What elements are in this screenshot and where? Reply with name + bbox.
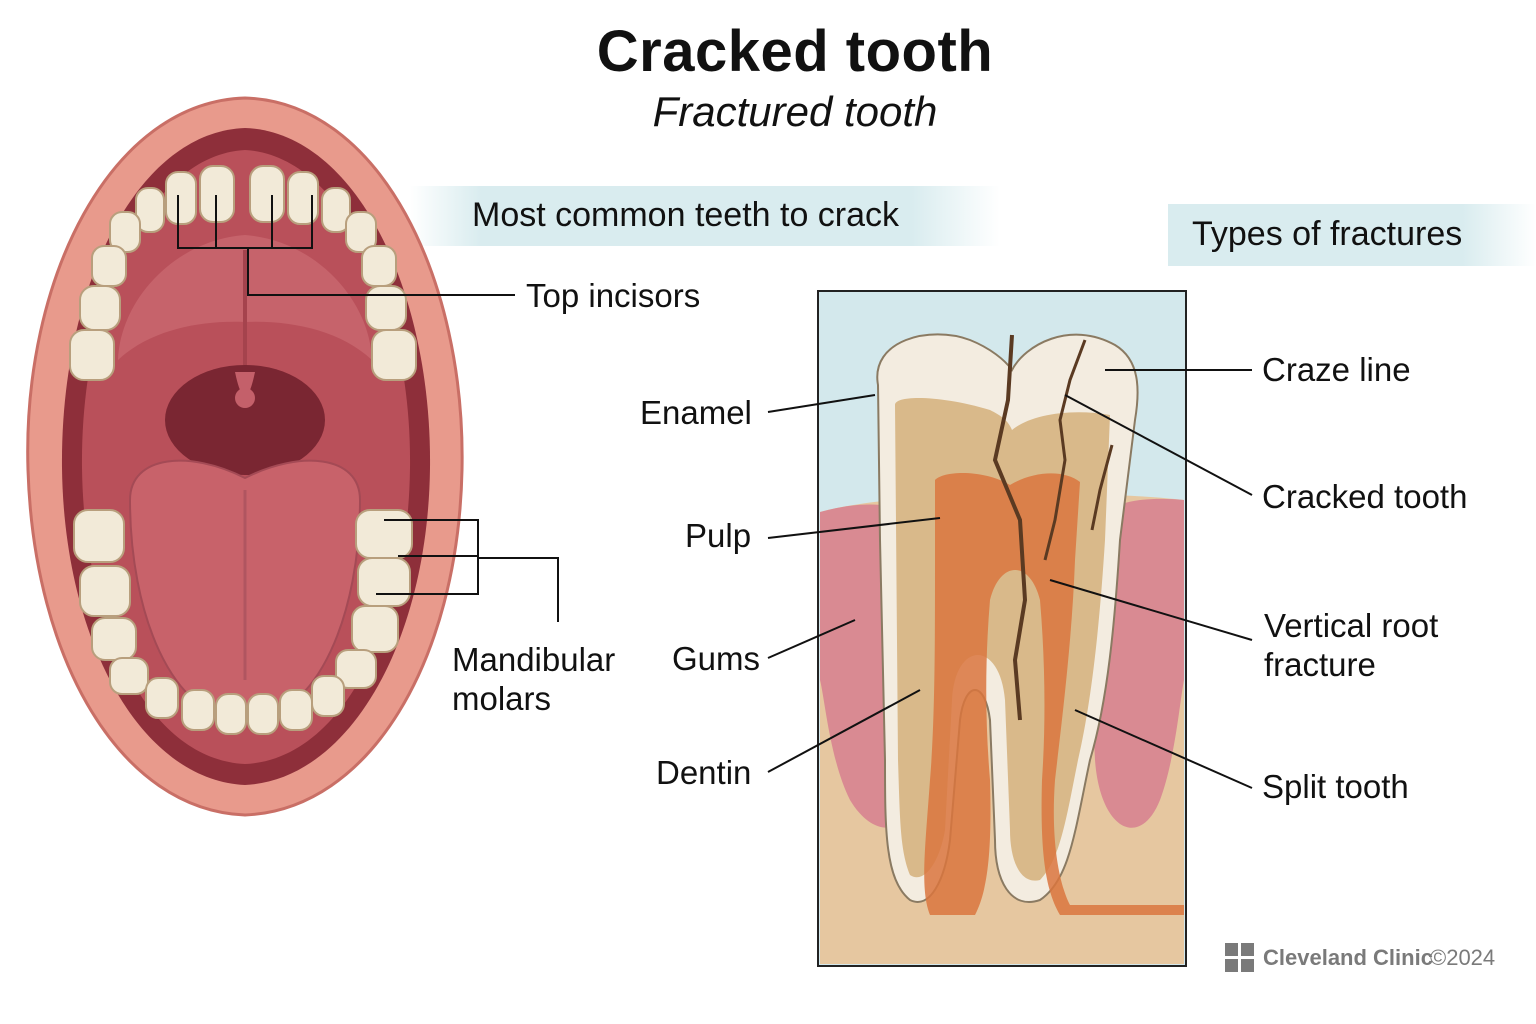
label-craze-line: Craze line (1262, 351, 1411, 388)
label-split-tooth: Split tooth (1262, 768, 1409, 805)
cleveland-clinic-brand: Cleveland Clinic (1225, 943, 1433, 973)
label-gums: Gums (672, 640, 761, 677)
label-top-incisors: Top incisors (526, 277, 701, 314)
page-title: Cracked tooth (596, 19, 994, 84)
label-dentin: Dentin (656, 754, 752, 791)
tooth-leader-lines (767, 369, 1253, 789)
label-pulp: Pulp (685, 517, 752, 554)
copyright: ©2024 (1430, 945, 1496, 970)
open-mouth-illustration (26, 96, 464, 817)
heading-fracture-types: Types of fractures (1192, 215, 1463, 253)
label-cracked-tooth: Cracked tooth (1262, 478, 1468, 515)
heading-band-fracture-types (1168, 204, 1536, 266)
tooth-cross-section (817, 290, 1187, 967)
page-subtitle: Fractured tooth (652, 88, 938, 135)
brand-name: Cleveland Clinic (1263, 945, 1433, 970)
heading-band-common-teeth (410, 186, 1000, 246)
heading-common-teeth: Most common teeth to crack (472, 196, 900, 234)
label-vertical-root-fracture: Vertical root fracture (1264, 607, 1439, 683)
label-enamel: Enamel (640, 394, 752, 431)
label-mandibular-molars: Mandibular molars (452, 641, 616, 717)
mouth-leader-lines (177, 195, 559, 622)
cleveland-clinic-logo-icon (1225, 943, 1255, 973)
